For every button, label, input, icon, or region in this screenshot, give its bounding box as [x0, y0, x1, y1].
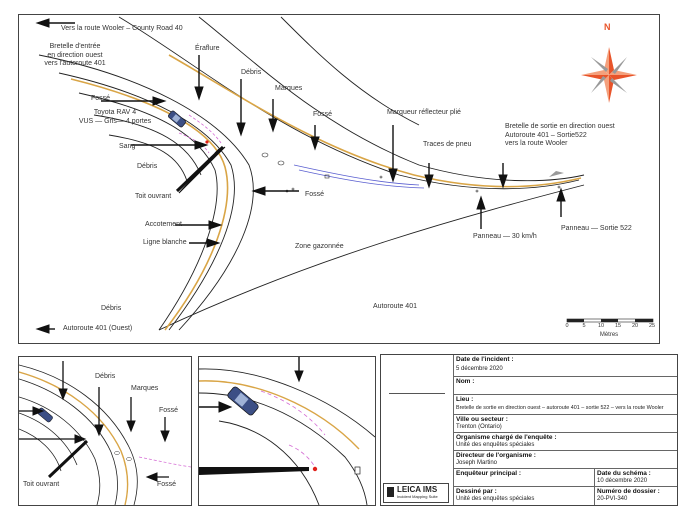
inset-middle — [198, 356, 376, 506]
cell-city: Ville ou secteur : Trenton (Ontario) — [454, 415, 677, 433]
label-grass-zone: Zone gazonnée — [295, 243, 344, 250]
cell-name: Nom : — [454, 377, 677, 395]
cell-place: Lieu : Bretelle de sortie en direction o… — [454, 395, 677, 415]
cell-agency: Organisme chargé de l'enquête : Unité de… — [454, 433, 677, 451]
inset-label-ditch: Fossé — [159, 407, 179, 414]
inset-label-sunroof: Toit ouvrant — [23, 481, 60, 488]
scale-bar — [566, 318, 654, 323]
inset-label-debris: Débris — [95, 373, 116, 380]
label-scratch: Éraflure — [195, 45, 220, 52]
logo-subtitle: Incident Mapping Suite — [397, 494, 438, 499]
inset-label-ditch2: Fossé — [157, 481, 177, 488]
place-value: Bretelle de sortie en direction ouest – … — [456, 405, 664, 411]
inset-left: Débris Marques Fossé Toit ouvrant Fossé — [18, 356, 192, 506]
cell-investigator: Enquêteur principal : — [454, 469, 594, 487]
inset-middle-drawing — [199, 357, 375, 505]
cell-file-number: Numéro de dossier : 20-PVI-340 — [594, 487, 677, 505]
scale-unit: Mètres — [599, 332, 619, 338]
label-sign-exit: Panneau — Sortie 522 — [561, 225, 632, 232]
label-bent-marker: Marqueur réflecteur plié — [387, 109, 461, 116]
incident-date-value: 5 décembre 2020 — [456, 366, 503, 372]
label-ditch-low: Fossé — [305, 191, 325, 198]
road-drawing — [35, 16, 654, 334]
file-number-value: 20-PVI-340 — [597, 496, 628, 502]
inset-left-drawing — [19, 361, 191, 505]
label-ditch-mid: Fossé — [313, 111, 333, 118]
label-debris-bottom: Débris — [101, 305, 122, 312]
label-blood: Sang — [119, 143, 136, 150]
label-sunroof: Toit ouvrant — [135, 193, 172, 200]
compass-icon — [581, 47, 637, 103]
inset-label-marks: Marques — [131, 385, 159, 392]
compass-north-label: N — [604, 22, 611, 32]
label-wooler-route: Vers la route Wooler – County Road 40 — [61, 25, 183, 32]
cell-incident-date: Date de l'incident : 5 décembre 2020 — [454, 355, 677, 377]
label-highway: Autoroute 401 — [373, 303, 417, 310]
cell-director: Directeur de l'organisme : Joseph Martin… — [454, 451, 677, 469]
label-white-line: Ligne blanche — [143, 239, 187, 246]
scale-tick: 0 — [565, 323, 569, 329]
leica-logo: LEICA IMS Incident Mapping Suite — [383, 483, 449, 503]
logo-text: LEICA IMS — [397, 485, 438, 494]
label-ditch-left: Fossé — [91, 95, 111, 102]
scale-tick: 20 — [631, 323, 639, 329]
cell-drawn-by: Dessiné par : Unité des enquêtes spécial… — [456, 488, 535, 502]
label-debris-top: Débris — [241, 69, 262, 76]
drawn-by-value: Unité des enquêtes spéciales — [456, 496, 535, 502]
scale-tick: 15 — [614, 323, 622, 329]
scale-tick: 25 — [648, 323, 656, 329]
label-marks: Marques — [275, 85, 303, 92]
label-debris-left: Débris — [137, 163, 158, 170]
label-tire-marks: Traces de pneu — [423, 141, 472, 148]
agency-value: Unité des enquêtes spéciales — [456, 442, 535, 448]
label-shoulder: Accotement — [145, 221, 182, 228]
title-block-left-column: LEICA IMS Incident Mapping Suite — [381, 355, 454, 505]
label-highway-west: Autoroute 401 (Ouest) — [63, 325, 133, 332]
title-block: LEICA IMS Incident Mapping Suite Date de… — [380, 354, 678, 506]
main-diagram: Vers la route Wooler – County Road 40 Br… — [18, 14, 660, 344]
label-sign-speed: Panneau — 30 km/h — [473, 233, 537, 240]
cell-schema-date: Date du schéma : 10 décembre 2020 — [594, 469, 677, 487]
city-value: Trenton (Ontario) — [456, 424, 502, 430]
schema-date-value: 10 décembre 2020 — [597, 478, 648, 484]
scale-tick: 5 — [582, 323, 586, 329]
director-value: Joseph Martino — [456, 460, 498, 466]
scale-tick: 10 — [597, 323, 605, 329]
